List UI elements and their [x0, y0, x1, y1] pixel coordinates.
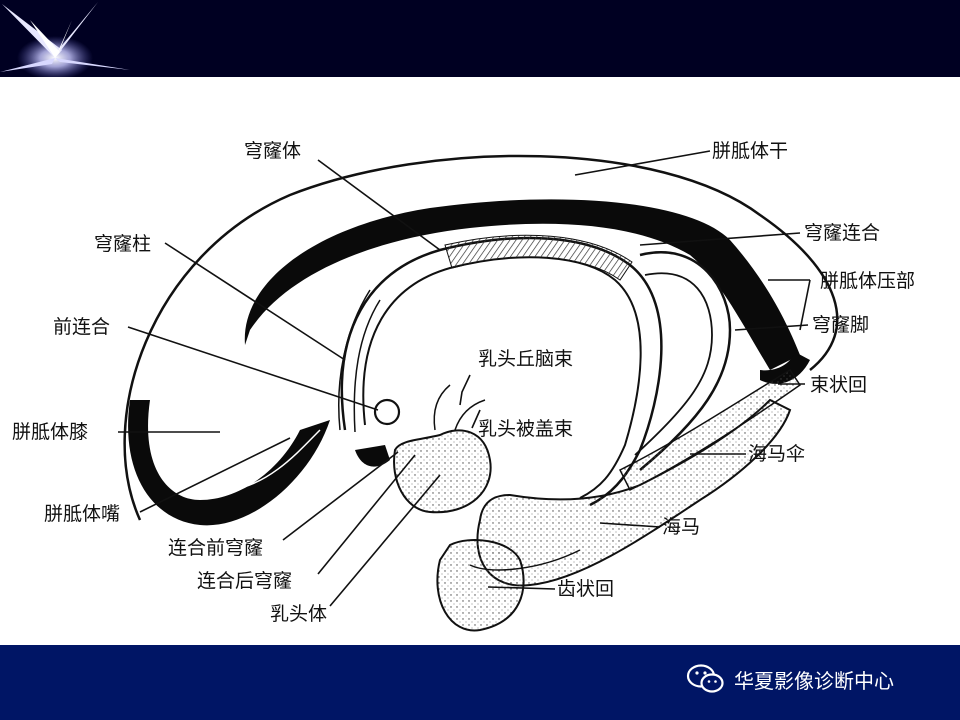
leader-lines [118, 150, 811, 607]
mammillothalamic-tract [433, 384, 451, 431]
label-mammillothalamic-tract: 乳头丘脑束 [478, 348, 574, 370]
splenium-black [760, 352, 810, 384]
label-fasciolar-gyrus: 束状回 [810, 374, 868, 396]
callosal-black-band [244, 199, 801, 370]
label-fornix-commissure: 穹窿连合 [804, 222, 881, 244]
fornix-column [338, 289, 371, 431]
mammillotegmental-tract [454, 399, 486, 431]
watermark-text: 华夏影像诊断中心 [734, 668, 894, 693]
label-mammillotegmental-tract: 乳头被盖束 [478, 418, 574, 440]
fornix-crus [639, 251, 732, 471]
label-corpus-callosum-splenium: 胼胝体压部 [820, 270, 916, 292]
label-dentate-gyrus: 齿状回 [557, 578, 615, 600]
bottom-bar [0, 645, 960, 720]
mammillary-body [393, 429, 492, 514]
label-precommissural-fornix: 连合前穹窿 [168, 537, 264, 559]
top-bar [0, 0, 960, 77]
label-mammillary-body: 乳头体 [270, 603, 328, 625]
label-fornix-crus: 穹窿脚 [812, 314, 870, 336]
fornix-arch-hatch [444, 234, 633, 281]
label-corpus-callosum-trunk: 胼胝体干 [712, 140, 789, 162]
genu-black-band [128, 400, 330, 526]
fornix-arch-inner [362, 256, 642, 499]
precommissural-dark [355, 445, 390, 467]
label-postcommissural-fornix: 连合后穹窿 [197, 570, 293, 592]
label-corpus-callosum-rostrum: 胼胝体嘴 [44, 503, 121, 525]
label-corpus-callosum-genu: 胼胝体膝 [12, 421, 89, 443]
hippocampus [476, 398, 792, 587]
dentate-gyrus-line [469, 549, 581, 571]
label-anterior-commissure: 前连合 [53, 316, 111, 338]
fornix-crus-inner [634, 272, 713, 456]
uncus [436, 539, 525, 632]
anterior-commissure [373, 398, 401, 426]
genu-inner-line [159, 419, 321, 492]
star-burst-icon [0, 2, 130, 77]
label-hippocampus: 海马 [662, 516, 701, 538]
label-fornix-column: 穹窿柱 [94, 233, 152, 255]
label-fornix-body: 穹窿体 [244, 140, 302, 162]
fornix-column-2 [353, 299, 381, 433]
wechat-icon [686, 664, 724, 693]
corpus-callosum-outline [123, 154, 839, 521]
watermark: 华夏影像诊断中心 [686, 662, 894, 696]
label-fimbria: 海马伞 [748, 443, 806, 465]
fornix-anatomy-diagram [118, 150, 839, 632]
